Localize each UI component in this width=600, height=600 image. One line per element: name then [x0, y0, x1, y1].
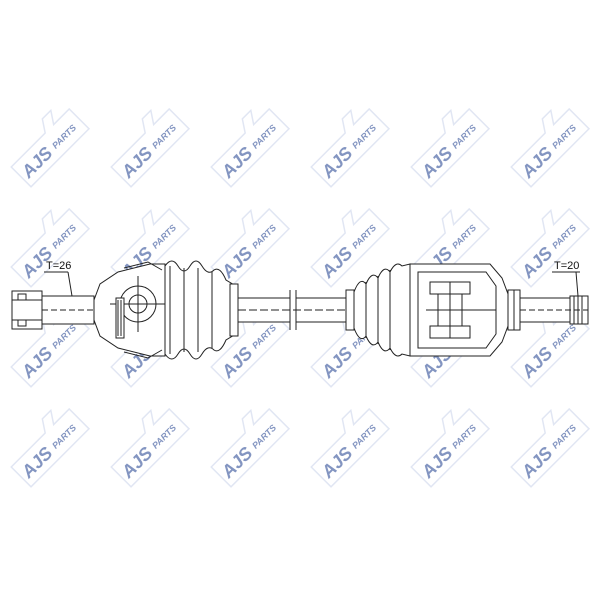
- inner-boot: [345, 263, 411, 357]
- watermark-suffix: PARTS: [350, 423, 378, 451]
- watermark-emblem-icon: [410, 407, 491, 488]
- watermark-suffix: PARTS: [350, 223, 378, 251]
- watermark-suffix: PARTS: [450, 423, 478, 451]
- watermark-emblem-icon: [510, 207, 591, 288]
- watermark-emblem-icon: [210, 207, 291, 288]
- watermark-suffix: PARTS: [450, 123, 478, 151]
- watermark-emblem-icon: [510, 407, 591, 488]
- watermark-brand: AJS: [517, 243, 557, 283]
- watermark-brand: AJS: [17, 143, 57, 183]
- watermark-suffix: PARTS: [150, 123, 178, 151]
- watermark-emblem-icon: [510, 107, 591, 188]
- watermark-suffix: PARTS: [250, 223, 278, 251]
- watermark-suffix: PARTS: [250, 323, 278, 351]
- watermark-emblem-icon: [310, 407, 391, 488]
- watermark-emblem-icon: [10, 207, 91, 288]
- watermark-emblem-icon: [410, 107, 491, 188]
- watermark-brand: AJS: [117, 143, 157, 183]
- watermark-brand: AJS: [517, 343, 557, 383]
- watermark-emblem-icon: [10, 307, 91, 388]
- watermark-brand: AJS: [517, 143, 557, 183]
- watermark-brand: AJS: [117, 443, 157, 483]
- watermark-brand: AJS: [317, 443, 357, 483]
- watermark-suffix: PARTS: [550, 323, 578, 351]
- watermark-suffix: PARTS: [150, 423, 178, 451]
- watermark-suffix: PARTS: [50, 423, 78, 451]
- watermark-brand: AJS: [317, 343, 357, 383]
- outer-stub-shaft: [11, 290, 95, 330]
- spline-callouts: [44, 271, 580, 297]
- watermark-emblem-icon: [310, 107, 391, 188]
- watermark-brand: AJS: [17, 443, 57, 483]
- watermark-brand: AJS: [317, 243, 357, 283]
- watermark-brand: AJS: [217, 343, 257, 383]
- main-bar: [237, 290, 349, 330]
- inner-tripod-joint: [409, 263, 521, 357]
- watermark-emblem-icon: [310, 207, 391, 288]
- watermark-emblem-icon: [10, 107, 91, 188]
- watermark-suffix: PARTS: [50, 123, 78, 151]
- watermark-brand: AJS: [217, 143, 257, 183]
- watermark-emblem-icon: [510, 307, 591, 388]
- watermark-emblem-icon: [210, 307, 291, 388]
- watermark-emblem-icon: [110, 107, 191, 188]
- watermark-suffix: PARTS: [350, 123, 378, 151]
- watermark-emblem-icon: [10, 407, 91, 488]
- watermark-suffix: PARTS: [450, 223, 478, 251]
- drive-shaft: [11, 260, 589, 360]
- watermark-emblem-icon: [110, 407, 191, 488]
- watermark-emblem-icon: [210, 107, 291, 188]
- watermark-suffix: PARTS: [150, 223, 178, 251]
- inner-stub-shaft: [519, 295, 589, 325]
- watermark-suffix: PARTS: [550, 223, 578, 251]
- inner-spline-label: T=20: [554, 260, 579, 272]
- watermark-brand: AJS: [17, 343, 57, 383]
- watermark-brand: AJS: [517, 443, 557, 483]
- watermark-emblem-icon: [210, 407, 291, 488]
- watermark-suffix: PARTS: [550, 123, 578, 151]
- watermark-brand: AJS: [217, 443, 257, 483]
- watermark-suffix: PARTS: [50, 223, 78, 251]
- outer-spline-label: T=26: [46, 260, 71, 272]
- watermark-suffix: PARTS: [550, 423, 578, 451]
- outer-boot: [164, 260, 239, 360]
- watermark-suffix: PARTS: [50, 323, 78, 351]
- outer-cv-joint: [93, 261, 166, 359]
- watermark-suffix: PARTS: [250, 423, 278, 451]
- watermark-brand: AJS: [417, 443, 457, 483]
- watermark-brand: AJS: [317, 143, 357, 183]
- watermark-brand: AJS: [417, 143, 457, 183]
- watermark-suffix: PARTS: [250, 123, 278, 151]
